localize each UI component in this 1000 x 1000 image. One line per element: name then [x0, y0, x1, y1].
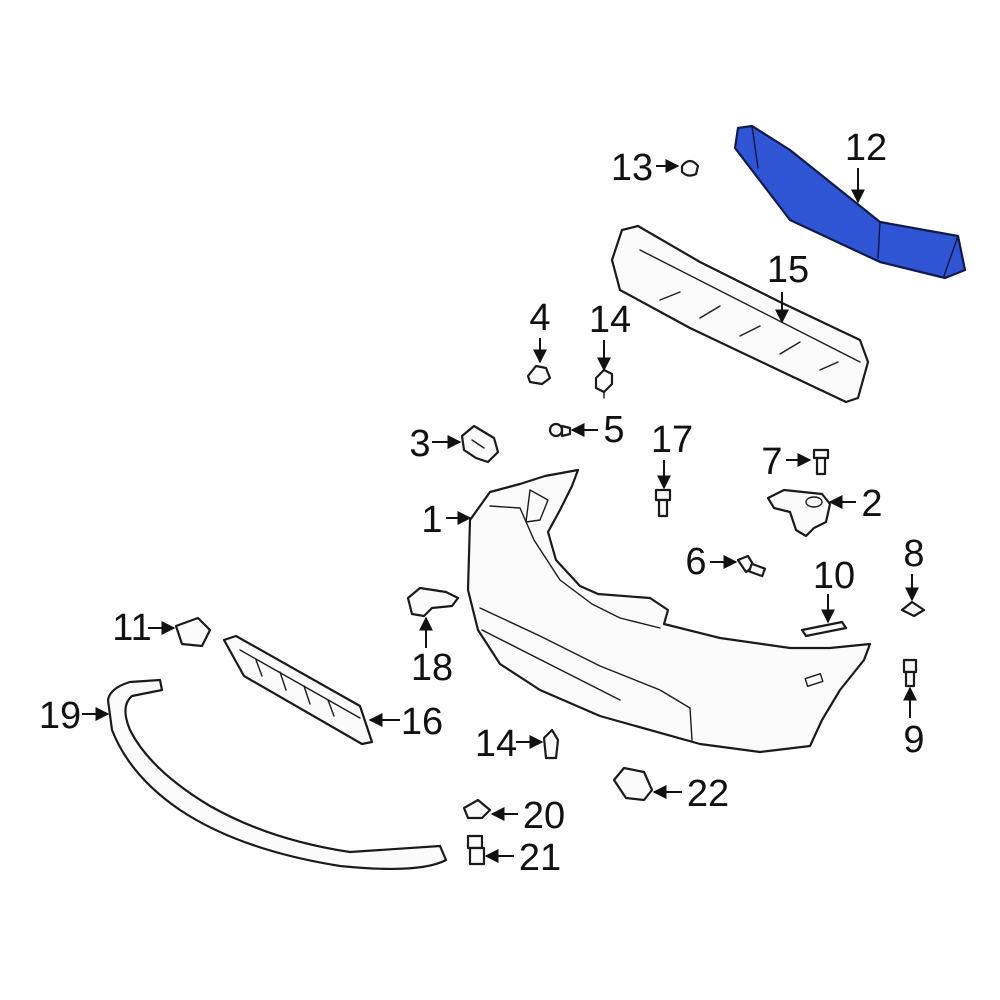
callout-5: 5 — [603, 409, 624, 451]
part-21-screw[interactable] — [466, 834, 486, 866]
callout-19: 19 — [39, 695, 81, 737]
part-12-reinforcement[interactable] — [733, 124, 967, 280]
part-14-lower-clip[interactable] — [542, 728, 560, 760]
callout-15: 15 — [767, 249, 809, 291]
part-5-nut[interactable] — [548, 422, 572, 438]
callout-17: 17 — [651, 419, 693, 461]
part-18-lamp-bracket[interactable] — [406, 586, 460, 618]
callout-3: 3 — [409, 423, 430, 465]
part-20-clip[interactable] — [462, 798, 492, 820]
callout-9: 9 — [903, 719, 924, 761]
callout-labels: 12 13 15 4 14 5 3 17 7 2 1 6 10 8 9 18 1… — [39, 127, 925, 879]
callout-13: 13 — [611, 147, 653, 189]
part-1-bumper-cover[interactable] — [466, 468, 872, 754]
callout-16: 16 — [401, 701, 443, 743]
callout-21: 21 — [519, 837, 561, 879]
callout-4: 4 — [529, 297, 550, 339]
part-4-retainer[interactable] — [526, 364, 552, 386]
callout-12: 12 — [845, 127, 887, 169]
part-6-bolt[interactable] — [736, 554, 767, 578]
callout-14-lower: 14 — [475, 723, 517, 765]
callout-2: 2 — [861, 483, 882, 525]
callout-18: 18 — [411, 647, 453, 689]
part-22-bracket[interactable] — [612, 766, 654, 802]
callout-1: 1 — [421, 499, 442, 541]
part-15-absorber[interactable] — [610, 224, 870, 404]
part-2-side-bracket[interactable] — [766, 488, 832, 538]
part-16-grille[interactable] — [222, 634, 374, 746]
part-7-bolt[interactable] — [812, 448, 830, 476]
part-14-upper-clip[interactable] — [594, 368, 614, 399]
part-11-tow-cover[interactable] — [174, 616, 212, 648]
part-8-clip[interactable] — [900, 600, 926, 618]
callout-14-upper: 14 — [589, 299, 631, 341]
callout-22: 22 — [687, 773, 729, 815]
callout-7: 7 — [761, 441, 782, 483]
callout-11: 11 — [112, 607, 151, 649]
part-17-bolt[interactable] — [654, 488, 672, 518]
callout-6: 6 — [685, 541, 706, 583]
part-3-bracket[interactable] — [460, 424, 500, 464]
part-19-lower-spoiler[interactable] — [106, 678, 448, 871]
callout-10: 10 — [813, 555, 855, 597]
leader-lines — [82, 159, 919, 863]
callout-8: 8 — [903, 533, 924, 575]
callout-20: 20 — [523, 795, 565, 837]
part-13-clip[interactable] — [680, 159, 700, 177]
part-10-molding[interactable] — [800, 620, 848, 638]
part-9-bolt[interactable] — [902, 658, 918, 688]
